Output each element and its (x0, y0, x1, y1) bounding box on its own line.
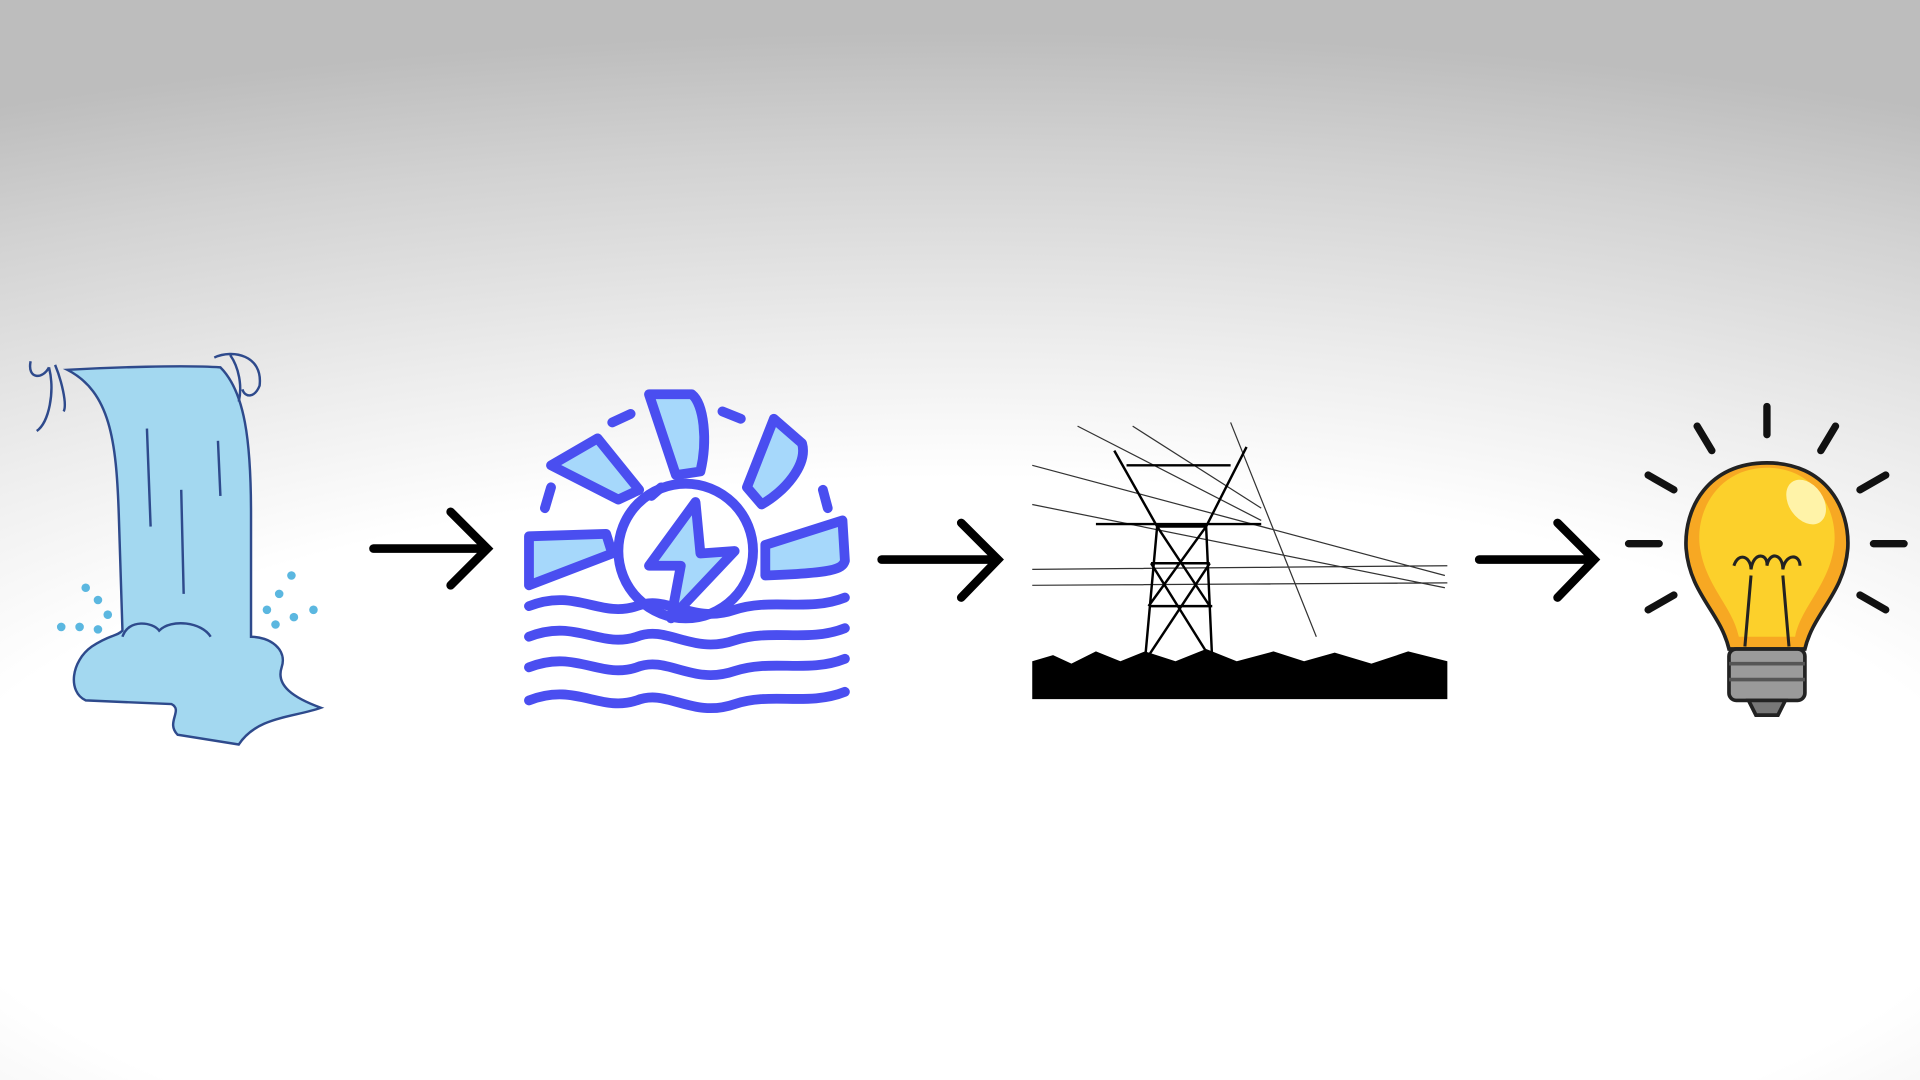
waterfall-icon (28, 352, 325, 746)
arrow-right-icon (1474, 518, 1601, 602)
arrow-right-icon (877, 518, 1004, 602)
hydro-turbine-icon (524, 389, 850, 714)
light-bulb-icon (1624, 402, 1908, 717)
arrow-right-icon (369, 507, 494, 590)
power-transmission-tower-icon (1032, 422, 1448, 700)
